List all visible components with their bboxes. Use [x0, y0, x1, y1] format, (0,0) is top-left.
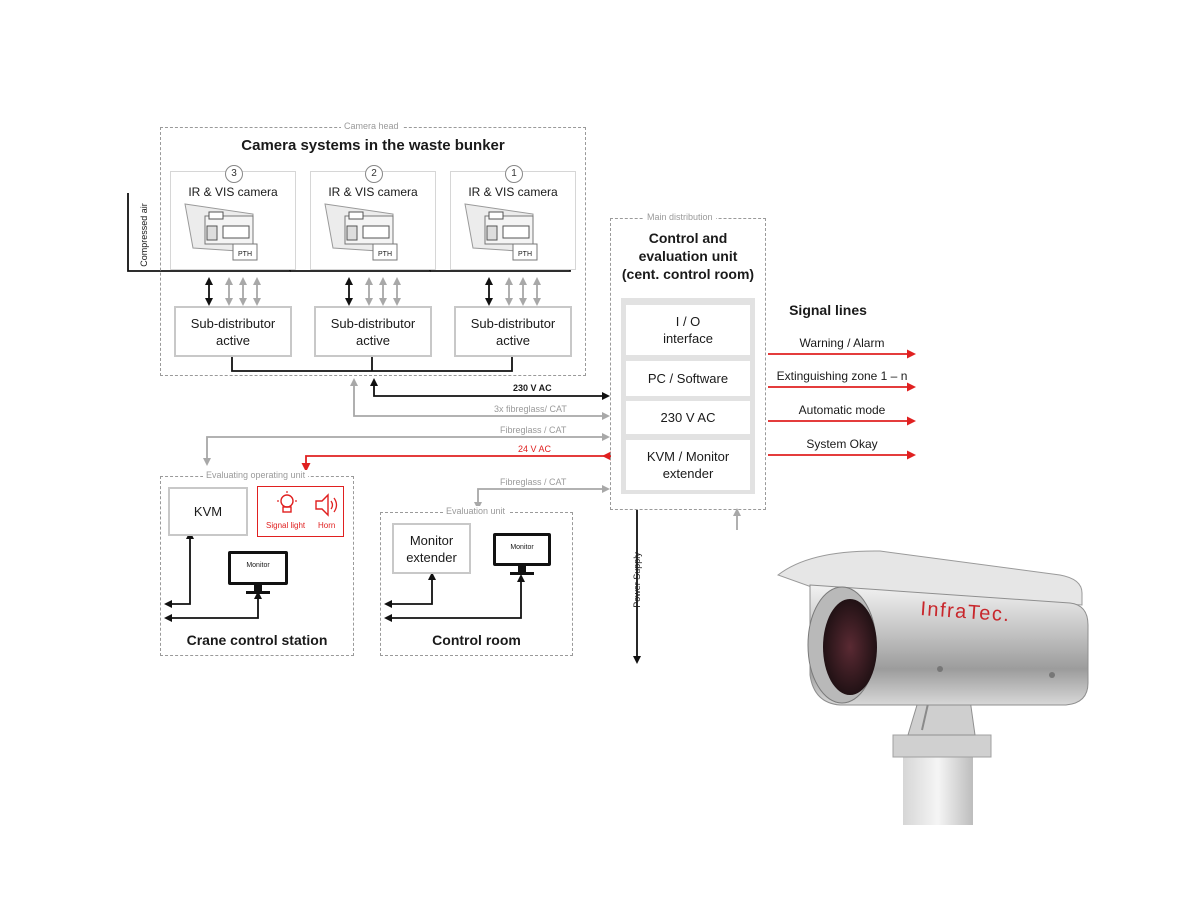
- kvm-box: KVM: [168, 487, 248, 536]
- kvm-extender-block: KVM / Monitor extender: [626, 440, 750, 490]
- fibre-crane-label: Fibreglass / CAT: [500, 425, 567, 435]
- signal-light-icon: [277, 491, 297, 513]
- camera-head-caption: Camera head: [341, 121, 402, 131]
- power-supply-label: Power Supply: [632, 552, 642, 608]
- crane-monitor-stand: [254, 585, 262, 591]
- signal-line-label: Warning / Alarm: [799, 336, 885, 350]
- sub-distributor-2: Sub-distributor active: [314, 306, 432, 357]
- dc-line: [301, 451, 611, 472]
- crane-monitor-label: Monitor: [246, 562, 270, 569]
- camera-label: IR & VIS camera: [188, 185, 278, 199]
- camera-number-badge: 3: [225, 165, 243, 183]
- main-distribution-title-line1: Control and: [648, 230, 728, 246]
- monitor-extender-box: Monitor extender: [392, 523, 471, 574]
- pth-label: PTH: [378, 251, 392, 258]
- ac-line: [370, 378, 610, 400]
- fibre-3x-label: 3x fibreglass/ CAT: [494, 404, 567, 414]
- signal-light-label: Signal light: [266, 521, 306, 530]
- pc-software-block: PC / Software: [626, 361, 750, 396]
- compressed-air-label: Compressed air: [139, 203, 149, 267]
- camera-head-title: Camera systems in the waste bunker: [241, 137, 505, 154]
- main-distribution-caption: Main distribution: [644, 212, 716, 222]
- main-distribution-title-line2: evaluation unit: [638, 248, 738, 264]
- crane-control-caption: Evaluating operating unit: [203, 470, 309, 480]
- pth-label: PTH: [518, 251, 532, 258]
- fibre-line-control-room: [474, 485, 610, 510]
- control-room-monitor: Monitor: [493, 533, 551, 566]
- control-room-caption: Evaluation unit: [443, 506, 509, 516]
- camera-illustration-icon: [464, 203, 538, 261]
- horn-label: Horn: [318, 521, 336, 530]
- camera-housing-photo: InfraTec.: [776, 550, 1089, 825]
- crane-control-title: Crane control station: [186, 632, 328, 648]
- sub-distributor-3: Sub-distributor active: [174, 306, 292, 357]
- fibre-control-room-label: Fibreglass / CAT: [500, 477, 567, 487]
- camera-number-badge: 1: [505, 165, 523, 183]
- control-room-monitor-label: Monitor: [510, 544, 534, 551]
- pth-label: PTH: [238, 251, 252, 258]
- signal-line-arrows: [768, 349, 916, 460]
- camera-number-badge: 2: [365, 165, 383, 183]
- io-interface-block: I / O interface: [626, 305, 750, 355]
- crane-monitor: Monitor: [228, 551, 288, 585]
- ac-230-block: 230 V AC: [626, 401, 750, 434]
- signal-line-label: System Okay: [806, 437, 878, 451]
- fibre-line-crane: [203, 433, 610, 466]
- control-room-monitor-base: [510, 572, 534, 575]
- control-room-title: Control room: [432, 632, 521, 648]
- horn-icon: [315, 493, 338, 517]
- signal-line-label: Extinguishing zone 1 – n: [776, 369, 908, 383]
- crane-monitor-base: [246, 591, 270, 594]
- ac-line-label: 230 V AC: [513, 383, 552, 393]
- signal-line-label: Automatic mode: [798, 403, 886, 417]
- camera-illustration-icon: [184, 203, 258, 261]
- control-room-monitor-stand: [518, 566, 526, 572]
- camera-label: IR & VIS camera: [328, 185, 418, 199]
- signal-lines-title: Signal lines: [789, 302, 867, 318]
- camera-label: IR & VIS camera: [468, 185, 558, 199]
- alarm-devices-box: [257, 486, 344, 537]
- sub-distributor-1: Sub-distributor active: [454, 306, 572, 357]
- camera-link-arrows: [205, 277, 541, 306]
- fibre-line-3x: [350, 378, 610, 420]
- camera-illustration-icon: [324, 203, 398, 261]
- main-distribution-title-line3: (cent. control room): [621, 266, 755, 282]
- dc-line-label: 24 V AC: [518, 444, 552, 454]
